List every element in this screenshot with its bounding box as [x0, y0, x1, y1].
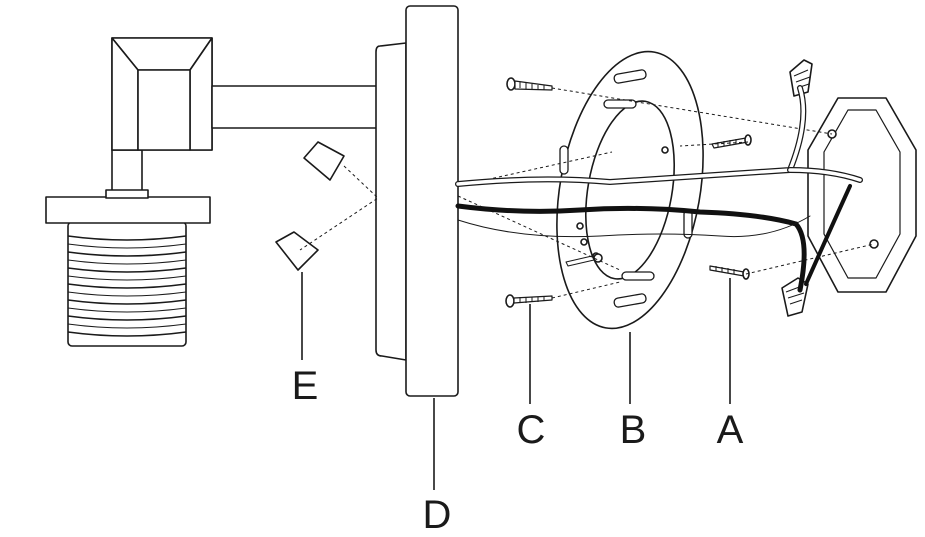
- screw-part-a-top: [711, 134, 752, 149]
- black-wire: [455, 203, 807, 293]
- label-c: C: [516, 408, 546, 452]
- lamp-fixture: [45, 37, 385, 347]
- fixture-arm: [211, 85, 385, 129]
- label-e: E: [291, 364, 319, 408]
- leader-lines: [301, 272, 731, 490]
- label-b: B: [619, 408, 647, 452]
- stem: [111, 149, 143, 198]
- screw-part-c: [505, 294, 553, 308]
- lamp-socket: [67, 221, 187, 347]
- wires: [455, 85, 863, 293]
- label-a: A: [716, 408, 744, 452]
- fixture-head: [111, 37, 213, 151]
- ground-screw: [565, 253, 603, 267]
- set-screws-part-e: [275, 141, 345, 271]
- socket-plate: [45, 196, 211, 224]
- screw-part-a: [709, 265, 750, 280]
- screw-part-c-top: [506, 77, 553, 91]
- label-d: D: [422, 493, 452, 537]
- wire-nut-top: [789, 59, 813, 97]
- canopy-part-d: [375, 5, 459, 397]
- junction-box: [807, 97, 917, 293]
